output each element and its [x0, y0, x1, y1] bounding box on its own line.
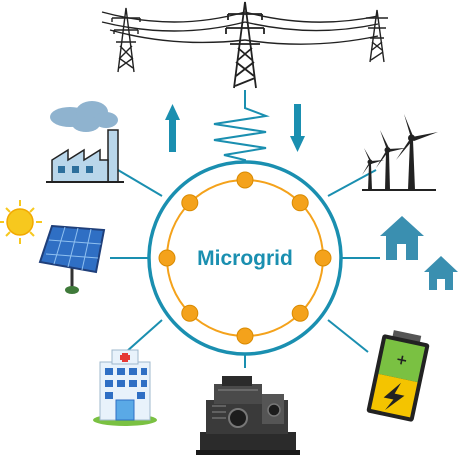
bus-node [236, 327, 254, 345]
bus-node [158, 249, 176, 267]
export-arrow-icon [165, 104, 180, 152]
hospital-icon [93, 349, 157, 426]
grid-exchange-arrows [165, 90, 305, 168]
center-label: Microgrid [197, 247, 293, 270]
bus-node [291, 194, 309, 212]
microgrid-ring: Microgrid [147, 160, 343, 356]
generator-icon [196, 376, 300, 455]
solar-panel-icon [38, 224, 106, 294]
bus-node [181, 304, 199, 322]
wind-turbines-icon [362, 114, 438, 191]
bus-node [181, 194, 199, 212]
bus-node [236, 171, 254, 189]
transformer-zigzag [213, 90, 270, 168]
bus-nodes [158, 171, 332, 345]
battery-icon: + [366, 330, 430, 422]
sun-icon [0, 200, 42, 244]
bus-node [291, 304, 309, 322]
import-arrow-icon [290, 104, 305, 152]
houses-icon [380, 216, 458, 290]
factory-icon [46, 101, 124, 183]
bus-node [314, 249, 332, 267]
svg-text:+: + [394, 351, 409, 369]
power-grid-icon [101, 1, 388, 89]
connection-spokes [110, 169, 380, 368]
